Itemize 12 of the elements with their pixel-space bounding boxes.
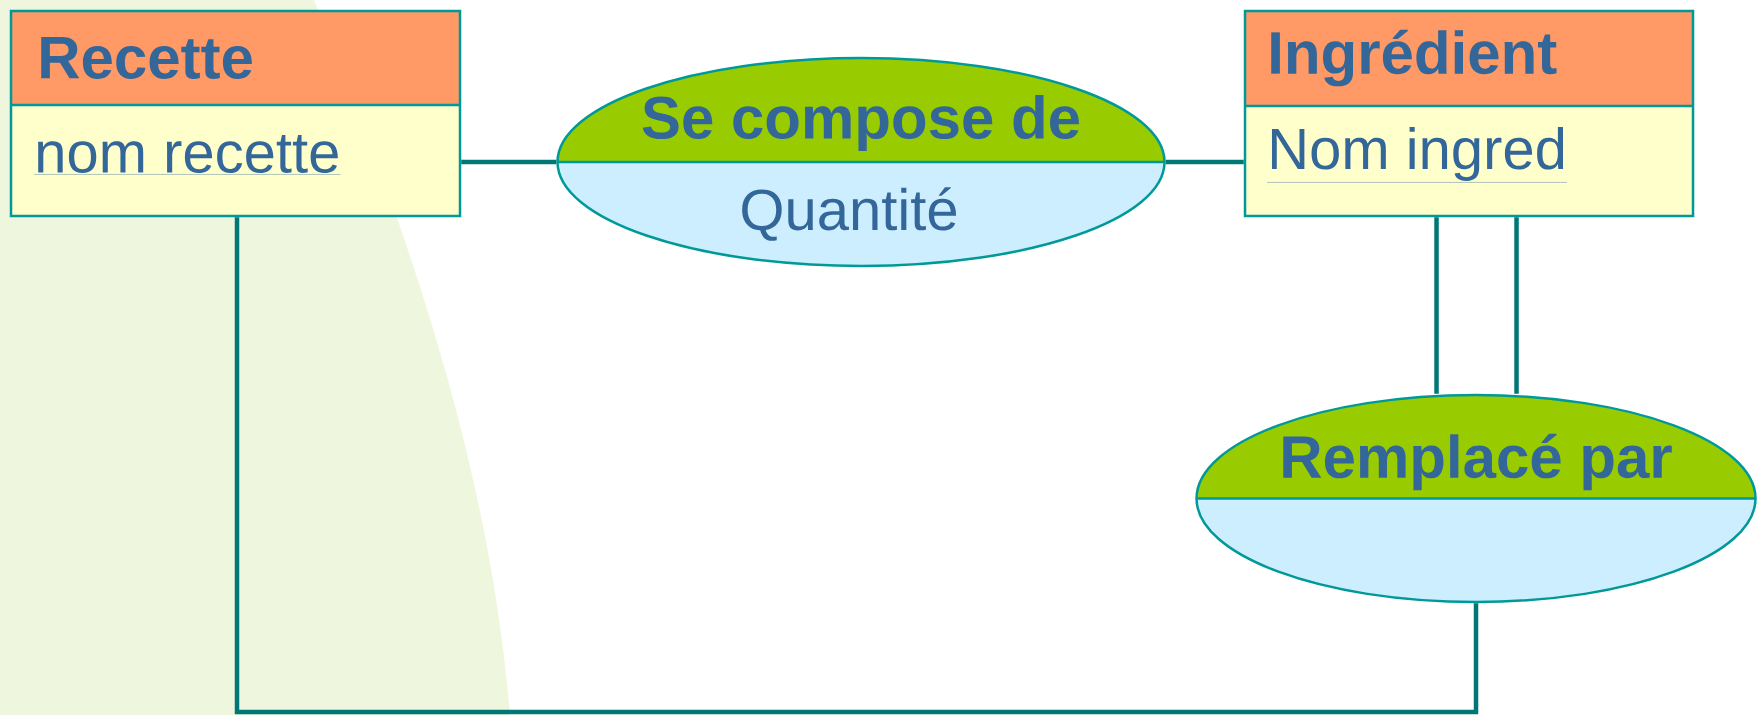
entity-name: Recette: [41, 37, 252, 79]
entity-name: Ingrédient: [1271, 29, 1557, 87]
relationship-name: Se compose de: [642, 95, 1079, 151]
connector-line: [461, 159, 557, 165]
connector-line: [234, 217, 1479, 715]
key-attribute: Nom ingred: [1267, 126, 1568, 183]
relationship-name: Remplacé par: [1283, 433, 1672, 491]
connector-line: [1165, 159, 1244, 165]
key-attribute: nom recette: [34, 134, 341, 175]
connector-line: [1434, 217, 1439, 394]
attribute-text: Quantité: [742, 187, 957, 241]
connector-line: [1514, 217, 1519, 394]
